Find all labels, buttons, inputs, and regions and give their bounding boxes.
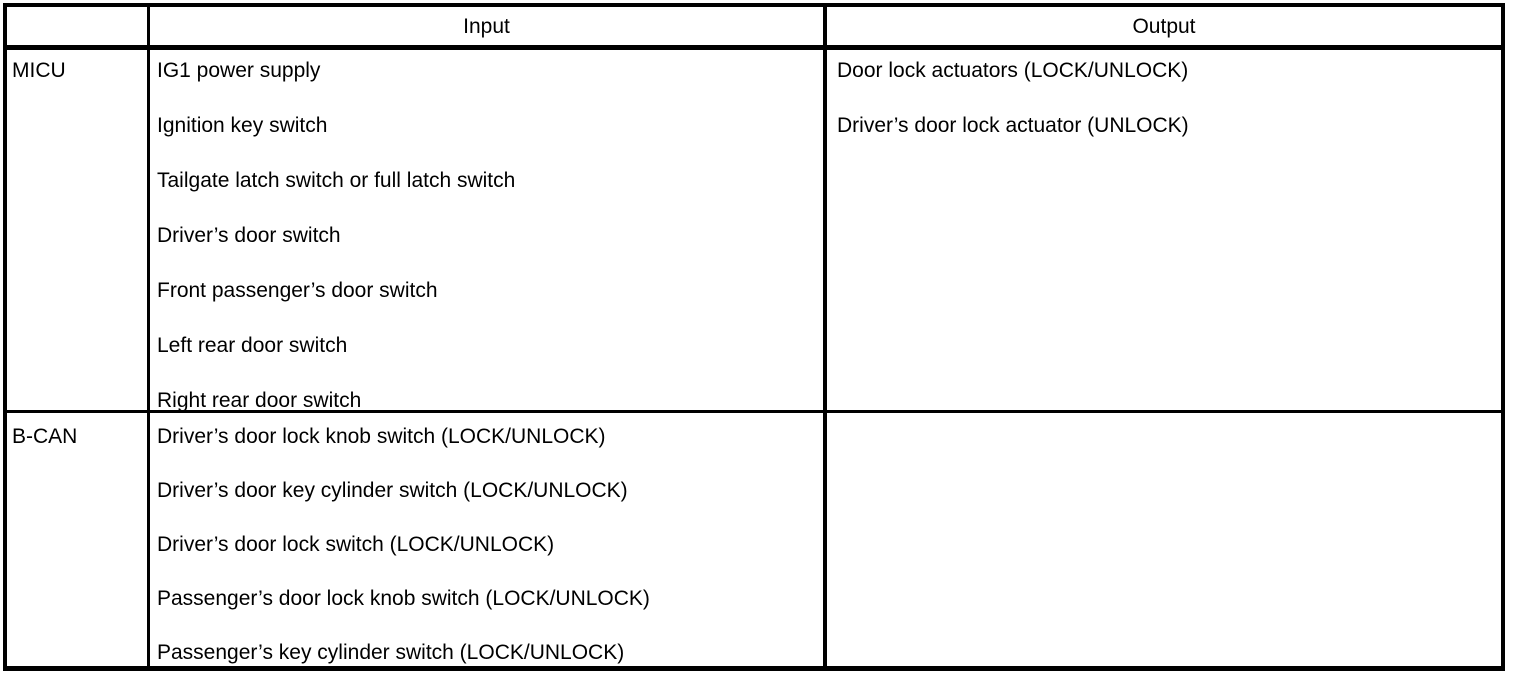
column-header-output: Output [1132,14,1196,38]
list-item: Right rear door switch [157,389,362,412]
list-item: Front passenger’s door switch [157,279,438,302]
list-item: Driver’s door lock actuator (UNLOCK) [837,114,1189,137]
row-label-micu: MICU [12,59,66,82]
list-item: Left rear door switch [157,334,348,357]
list-item: Passenger’s door lock knob switch (LOCK/… [157,587,650,610]
header-bottom-divider [7,45,1501,50]
list-item: Tailgate latch switch or full latch swit… [157,169,516,192]
list-item: Driver’s door lock knob switch (LOCK/UNL… [157,425,606,448]
list-item: Driver’s door key cylinder switch (LOCK/… [157,479,628,502]
table-row-micu: MICU IG1 power supply Ignition key switc… [7,50,1501,412]
micu-input-list: IG1 power supply Ignition key switch Tai… [150,50,823,412]
bcan-input-list: Driver’s door lock knob switch (LOCK/UNL… [150,413,823,666]
table-header-row: Input Output [7,7,1501,45]
list-item: Passenger’s key cylinder switch (LOCK/UN… [157,641,625,664]
list-item: IG1 power supply [157,59,321,82]
input-output-table: Input Output MICU IG1 power supply Ignit… [3,3,1505,671]
micu-output-list: Door lock actuators (LOCK/UNLOCK) Driver… [828,50,1501,410]
section-divider-micu-bcan [7,410,1501,413]
row-label-bcan: B-CAN [12,425,78,448]
list-item: Ignition key switch [157,114,328,137]
column-divider-input-output [823,7,827,666]
column-divider-label-input [147,7,150,666]
list-item: Door lock actuators (LOCK/UNLOCK) [837,59,1189,82]
list-item: Driver’s door switch [157,224,341,247]
list-item: Driver’s door lock switch (LOCK/UNLOCK) [157,533,555,556]
table-row-bcan: B-CAN Driver’s door lock knob switch (LO… [7,413,1501,666]
bcan-output-list [828,413,1501,666]
column-header-input: Input [463,14,510,38]
